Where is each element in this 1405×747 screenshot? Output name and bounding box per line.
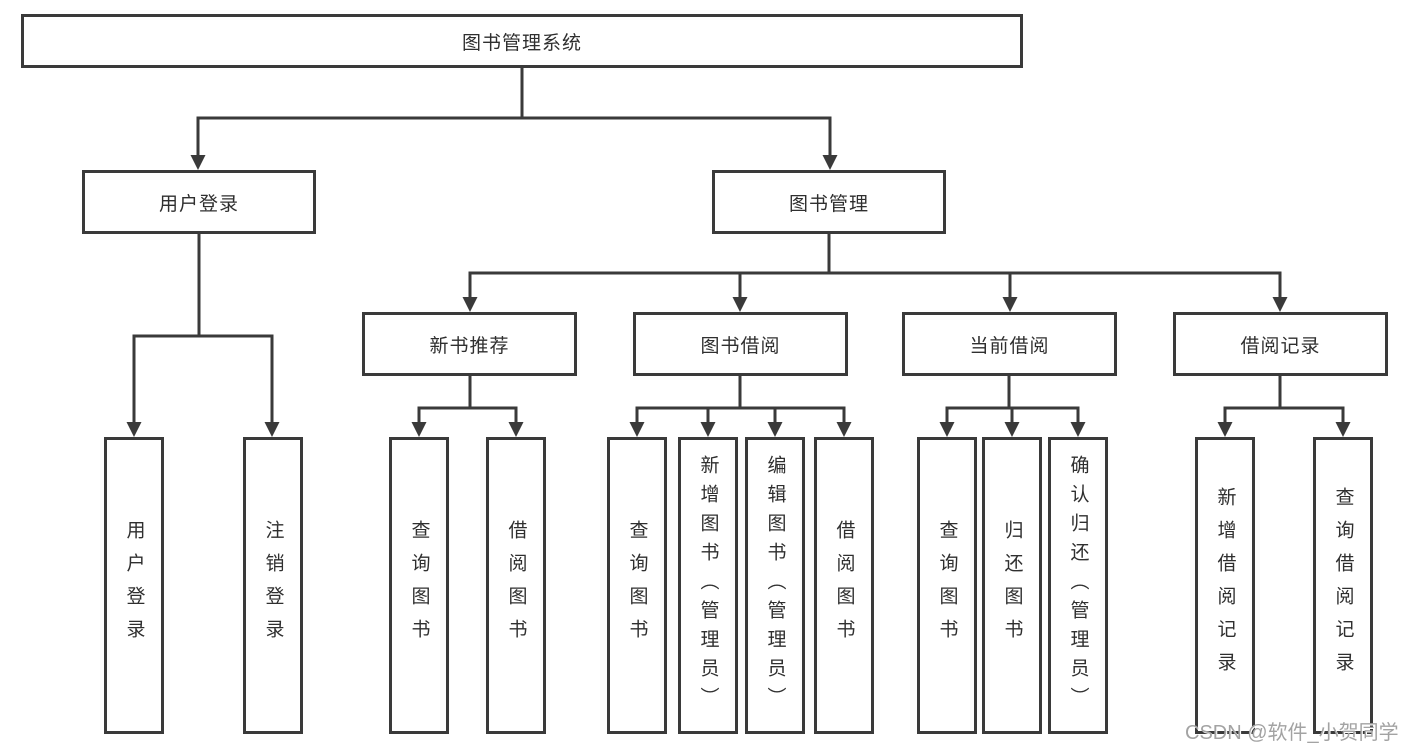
leaf-edit-books-admin: 编辑图书（管理员） [745, 437, 805, 734]
arrowhead [822, 155, 838, 170]
connector-current-borrow-bar [945, 406, 1080, 425]
node-label: 新书推荐 [429, 335, 510, 357]
leaf-query-books-2: 查询图书 [607, 437, 667, 734]
arrowhead [126, 422, 142, 437]
connector-book-borrow-bar [635, 406, 846, 425]
leaf-user-login: 用户登录 [104, 437, 164, 734]
leaf-label: 用户登录 [123, 519, 145, 652]
connector-user-login-bar [132, 334, 274, 425]
leaf-label: 借阅图书 [833, 519, 855, 652]
leaf-logout: 注销登录 [243, 437, 303, 734]
leaf-label: 确认归还（管理员） [1067, 455, 1089, 716]
arrowhead [508, 422, 524, 437]
arrowhead [1335, 422, 1351, 437]
leaf-label: 归还图书 [1001, 519, 1023, 652]
arrowhead [462, 297, 478, 312]
connector-book-mgmt-bar [468, 271, 1282, 300]
leaf-label: 新增借阅记录 [1214, 486, 1236, 685]
node-label: 图书管理系统 [461, 32, 582, 54]
node-label: 借阅记录 [1240, 335, 1321, 357]
arrowhead [1272, 297, 1288, 312]
arrowhead [1004, 422, 1020, 437]
node-book-management: 图书管理 [712, 170, 946, 234]
connector-new-books-bar [417, 406, 518, 425]
arrowhead [1070, 422, 1086, 437]
leaf-return-books: 归还图书 [982, 437, 1042, 734]
arrowhead [939, 422, 955, 437]
leaf-label: 查询图书 [626, 519, 648, 652]
leaf-label: 查询图书 [408, 519, 430, 652]
node-borrow-records: 借阅记录 [1173, 312, 1388, 376]
node-current-borrowing: 当前借阅 [902, 312, 1117, 376]
leaf-label: 编辑图书（管理员） [764, 455, 786, 716]
node-book-borrowing: 图书借阅 [633, 312, 848, 376]
leaf-label: 查询借阅记录 [1332, 486, 1354, 685]
arrowhead [190, 155, 206, 170]
node-label: 用户登录 [158, 193, 239, 215]
leaf-label: 新增图书（管理员） [697, 455, 719, 716]
node-label: 图书管理 [788, 193, 869, 215]
leaf-label: 查询图书 [936, 519, 958, 652]
leaf-label: 借阅图书 [505, 519, 527, 652]
arrowhead [629, 422, 645, 437]
node-new-book-recommend: 新书推荐 [362, 312, 577, 376]
connector-root-to-level2 [196, 116, 832, 157]
arrowhead [700, 422, 716, 437]
leaf-query-borrow-record: 查询借阅记录 [1313, 437, 1373, 734]
watermark: CSDN @软件_小贺同学 [1185, 722, 1399, 744]
leaf-query-books-1: 查询图书 [389, 437, 449, 734]
node-library-management-system: 图书管理系统 [21, 14, 1023, 68]
node-label: 当前借阅 [969, 335, 1050, 357]
leaf-borrow-books-1: 借阅图书 [486, 437, 546, 734]
leaf-label: 注销登录 [262, 519, 284, 652]
node-user-login: 用户登录 [82, 170, 316, 234]
arrowhead [732, 297, 748, 312]
arrowhead [264, 422, 280, 437]
connector-borrow-records-bar [1223, 406, 1345, 425]
arrowhead [411, 422, 427, 437]
leaf-confirm-return-admin: 确认归还（管理员） [1048, 437, 1108, 734]
arrowhead [1217, 422, 1233, 437]
leaf-query-books-3: 查询图书 [917, 437, 977, 734]
leaf-add-books-admin: 新增图书（管理员） [678, 437, 738, 734]
arrowhead [767, 422, 783, 437]
arrowhead [1002, 297, 1018, 312]
leaf-borrow-books-2: 借阅图书 [814, 437, 874, 734]
arrowhead [836, 422, 852, 437]
leaf-add-borrow-record: 新增借阅记录 [1195, 437, 1255, 734]
node-label: 图书借阅 [700, 335, 781, 357]
